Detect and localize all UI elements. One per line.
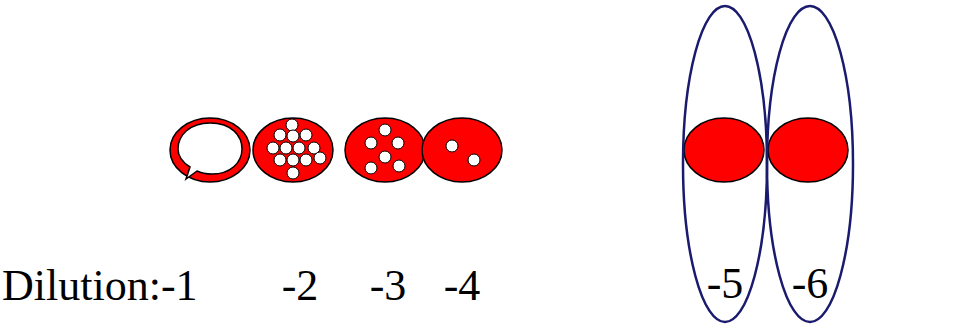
selection-ellipse: -6 — [765, 4, 855, 324]
selection-ellipse: -5 — [681, 4, 769, 324]
dilution-number: -3 — [370, 264, 407, 308]
dilution-number: -4 — [444, 264, 481, 308]
dilution-number: -6 — [792, 262, 829, 306]
dilution-number: -5 — [707, 262, 744, 306]
dilution-label: Dilution:-1 — [2, 264, 198, 308]
dilution-number: -2 — [282, 264, 319, 308]
